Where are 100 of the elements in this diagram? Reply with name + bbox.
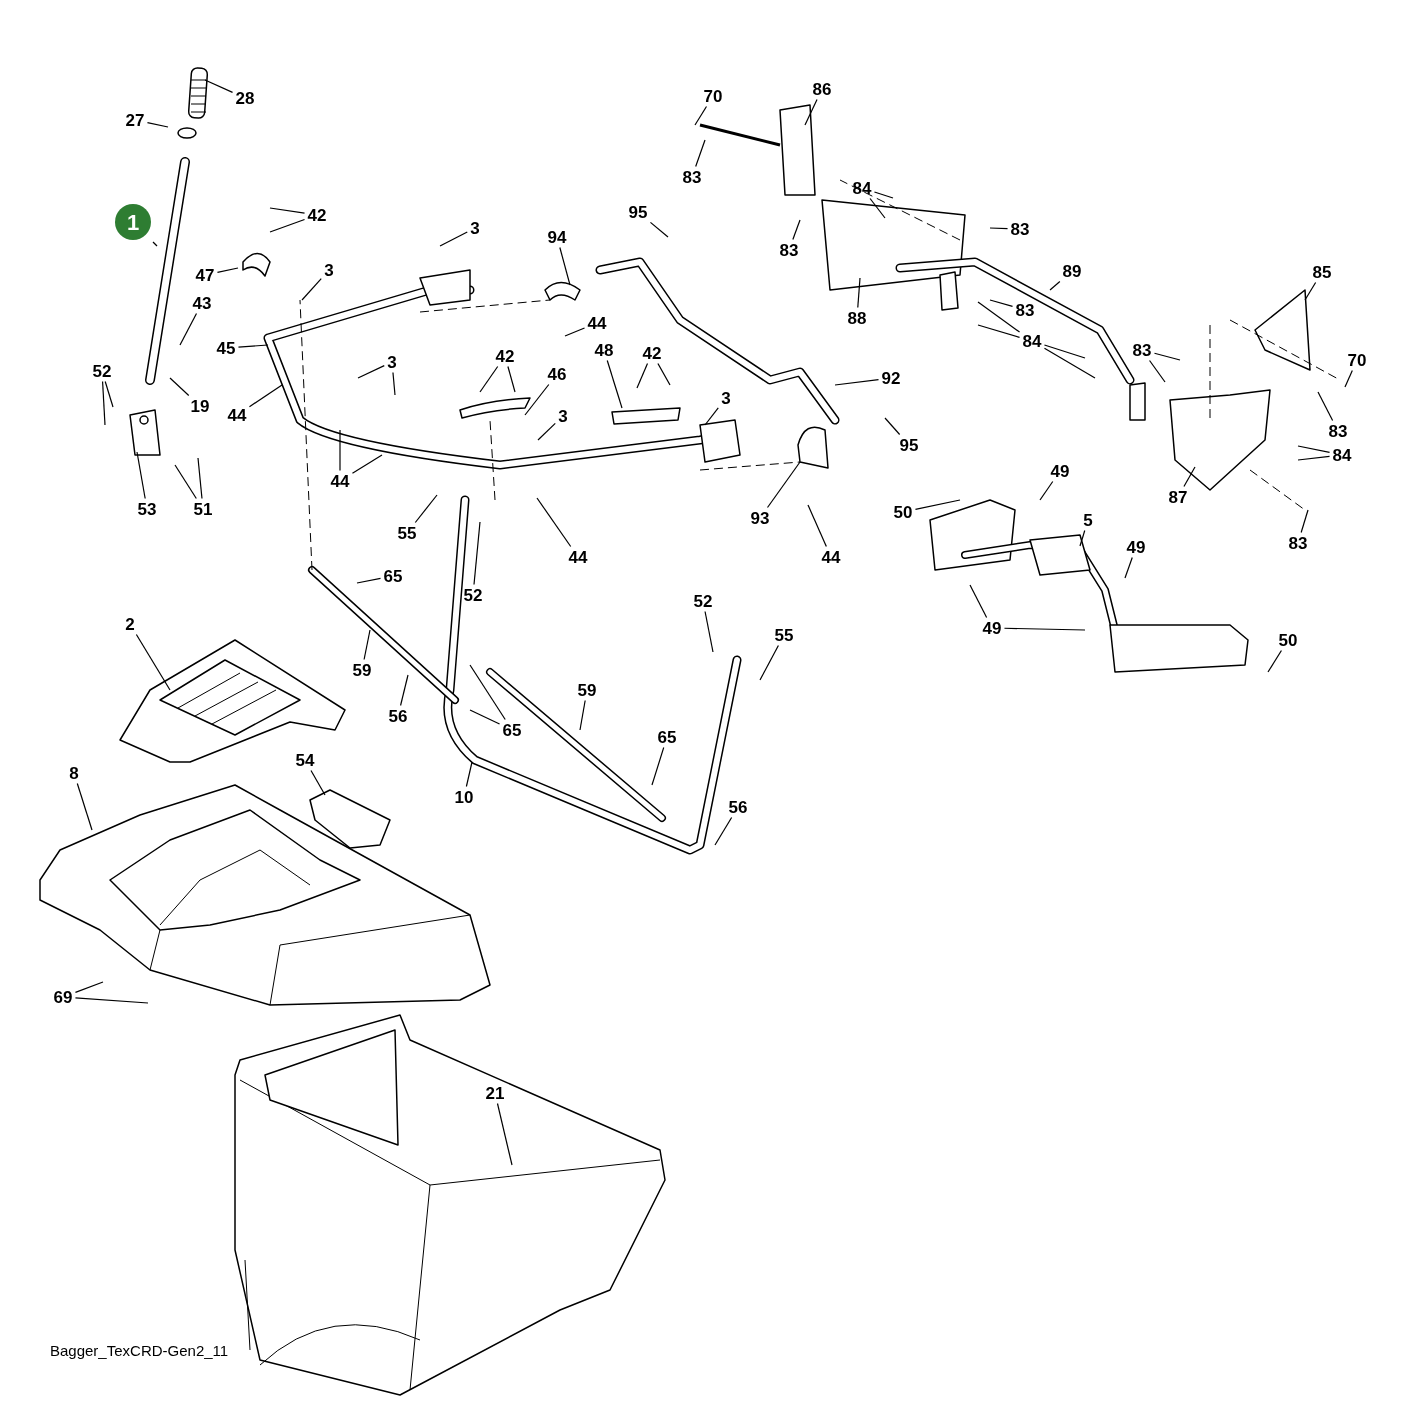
leader-line: [135, 633, 171, 691]
callout-number: 83: [1014, 301, 1036, 319]
leader-line: [537, 422, 556, 441]
leader-line: [76, 782, 93, 831]
leader-line: [1049, 280, 1061, 291]
leader-line: [248, 384, 283, 408]
callout-number: 1: [115, 204, 151, 240]
leader-line: [564, 327, 586, 337]
leader-line: [1043, 344, 1086, 359]
callout-number: 50: [1277, 631, 1299, 649]
callout-number: 69: [52, 988, 74, 1006]
leader-line: [714, 816, 733, 846]
leader-line: [439, 231, 468, 247]
leader-line: [496, 1102, 513, 1166]
callout-number: 88: [846, 309, 868, 327]
leader-line: [695, 139, 706, 168]
callout-number: 84: [1331, 446, 1353, 464]
leader-line: [339, 429, 341, 472]
leader-line: [834, 378, 880, 386]
callout-number: 49: [1049, 462, 1071, 480]
callout-number: 84: [1021, 332, 1043, 350]
leader-line: [310, 769, 326, 796]
callout-number: 83: [1009, 220, 1031, 238]
callout-number: 44: [820, 548, 842, 566]
leader-line: [469, 664, 506, 721]
leader-line: [704, 407, 719, 426]
callout-number: 49: [1125, 538, 1147, 556]
leader-line: [651, 746, 665, 786]
leader-line: [1003, 627, 1086, 631]
leader-line: [804, 98, 818, 126]
callout-number: 87: [1167, 488, 1189, 506]
leader-line: [989, 227, 1009, 230]
callout-number: 47: [194, 266, 216, 284]
leader-line: [357, 365, 385, 379]
leader-line: [269, 207, 306, 214]
leader-line: [1297, 455, 1331, 461]
callout-number: 59: [576, 681, 598, 699]
callout-number: 70: [1346, 351, 1368, 369]
leader-line: [197, 457, 203, 500]
callout-number: 95: [627, 203, 649, 221]
callout-number: 56: [727, 798, 749, 816]
leader-line: [704, 610, 714, 653]
leader-line: [152, 241, 158, 247]
callout-number: 8: [68, 764, 80, 782]
leader-line: [914, 499, 961, 510]
leader-line: [969, 584, 988, 619]
callout-number: 55: [773, 626, 795, 644]
leader-line: [1079, 529, 1086, 547]
leader-line: [507, 365, 516, 393]
leader-line: [884, 417, 901, 436]
callout-number: 85: [1311, 263, 1333, 281]
leader-line: [1344, 369, 1353, 388]
leader-line: [469, 709, 501, 725]
callout-number: 28: [234, 89, 256, 107]
callout-number: 44: [329, 472, 351, 490]
leader-line: [204, 79, 234, 93]
leader-line: [1039, 480, 1054, 501]
leader-line: [1124, 556, 1133, 579]
leader-line: [1267, 649, 1283, 673]
callout-number: 59: [351, 661, 373, 679]
leader-line: [1043, 347, 1096, 379]
leader-line: [179, 312, 198, 346]
leader-line: [356, 577, 382, 584]
leader-line: [351, 454, 383, 474]
leader-line: [102, 380, 106, 426]
callout-number: 53: [136, 500, 158, 518]
leader-line: [869, 197, 886, 219]
callout-number: 55: [396, 524, 418, 542]
leader-line: [1304, 281, 1317, 301]
callout-number: 86: [811, 80, 833, 98]
leader-line: [857, 277, 861, 309]
leader-line: [174, 464, 197, 500]
leader-line: [237, 344, 269, 348]
callout-number: 42: [494, 347, 516, 365]
callout-number: 44: [226, 406, 248, 424]
leader-line: [657, 362, 671, 386]
callout-number: 89: [1061, 262, 1083, 280]
leader-line: [759, 644, 779, 681]
leader-line: [766, 461, 801, 509]
leader-line: [559, 246, 571, 286]
leader-line: [146, 122, 169, 128]
callout-number: 93: [749, 509, 771, 527]
callout-number: 83: [681, 168, 703, 186]
leader-line: [74, 981, 104, 993]
callout-number: 43: [191, 294, 213, 312]
callout-number: 65: [656, 728, 678, 746]
callout-number: 3: [323, 261, 335, 279]
leader-line: [399, 674, 409, 707]
callout-number: 3: [469, 219, 481, 237]
leader-line: [989, 299, 1014, 308]
callout-number: 48: [593, 341, 615, 359]
callout-number: 83: [1327, 422, 1349, 440]
callout-number: 52: [462, 586, 484, 604]
leader-line: [606, 359, 623, 409]
callout-number: 94: [546, 228, 568, 246]
leader-line: [169, 377, 190, 397]
callout-number: 44: [586, 314, 608, 332]
callout-number: 42: [306, 206, 328, 224]
leader-line: [694, 105, 708, 126]
callout-number: 83: [1131, 341, 1153, 359]
